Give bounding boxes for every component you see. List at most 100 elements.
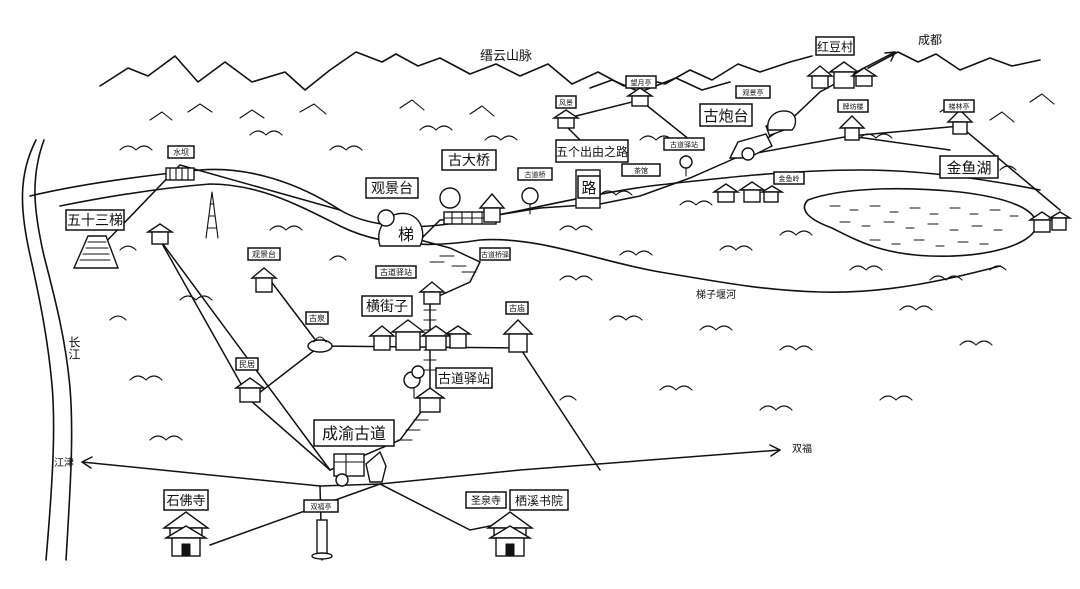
svg-text:横街子: 横街子: [366, 299, 408, 315]
svg-text:望月亭: 望月亭: [631, 78, 652, 87]
label-jinyu-small: 金鱼岭: [773, 171, 805, 185]
svg-text:古道驿站: 古道驿站: [438, 372, 490, 387]
label-minju: 民居: [235, 357, 259, 371]
label-chaguan-small: 茶馆: [621, 163, 661, 177]
label-jinyutai-small: 梯林亭: [943, 99, 975, 113]
village-icon: [711, 181, 785, 203]
tree-icon: [679, 155, 693, 177]
creek-label: 梯子堰河: [696, 288, 736, 301]
label-layer: 红豆村 古炮台 五个出由之路 路 金鱼湖 古大桥 观景台 梯: [54, 33, 999, 513]
label-lu: 路: [577, 175, 601, 199]
label-pailou-small: 牌坊楼: [837, 99, 869, 113]
label-guyi-station-mid: 古道驿站: [375, 265, 417, 279]
svg-text:古道驿站: 古道驿站: [380, 267, 412, 277]
buildings: [72, 61, 1073, 560]
label-shuangfu-small: 双福亭: [303, 499, 339, 513]
to-chengdu-label: 成都: [918, 33, 942, 47]
svg-text:观景台: 观景台: [252, 249, 276, 259]
svg-text:金鱼岭: 金鱼岭: [779, 174, 800, 183]
mountain-range-label: 缙云山脉: [480, 49, 532, 64]
dam-icon: [165, 167, 195, 181]
svg-text:五十三梯: 五十三梯: [67, 213, 123, 229]
svg-text:红豆村: 红豆村: [817, 39, 853, 54]
mountain-ridges: [99, 51, 1055, 123]
svg-text:五个出由之路: 五个出由之路: [556, 144, 628, 159]
pavilion-icon: [625, 87, 655, 107]
well-icon: [307, 336, 333, 353]
svg-text:古道驿站: 古道驿站: [670, 140, 698, 149]
pavilion-icon: [413, 387, 447, 413]
svg-text:栖溪书院: 栖溪书院: [515, 493, 563, 508]
svg-text:古炮台: 古炮台: [703, 107, 748, 125]
label-gumiao: 古庙: [505, 301, 529, 315]
rock-icon: [377, 209, 424, 247]
pavilion-icon: [1027, 211, 1073, 233]
pillar-icon: [311, 519, 333, 560]
svg-text:梯林亭: 梯林亭: [949, 102, 970, 111]
tree-icon: [403, 365, 425, 399]
stairs-icon: [72, 235, 120, 269]
label-wushisan-ti: 五十三梯: [65, 209, 125, 231]
svg-text:观景台: 观景台: [371, 181, 413, 197]
label-gupaotai: 古炮台: [699, 103, 753, 127]
svg-text:双福亭: 双福亭: [311, 502, 332, 511]
label-guanjingtai-upper: 观景台: [365, 177, 419, 199]
label-fengjing-small2: 望月亭: [625, 75, 657, 89]
label-ti: 梯: [398, 225, 414, 244]
label-gudao-small: 古道桥驿: [479, 247, 511, 261]
east-road-label: 双福: [792, 442, 812, 455]
label-chengyu-gudao: 成渝古道: [313, 419, 395, 447]
pavilion-icon: [233, 377, 267, 403]
temple-icon: [161, 511, 211, 557]
label-fengjing-small: 风景: [555, 95, 577, 109]
pavilion-icon: [946, 109, 974, 135]
svg-text:成渝古道: 成渝古道: [322, 424, 386, 443]
pavilion-icon: [838, 115, 866, 141]
pavilion-icon: [551, 109, 581, 129]
label-gujing: 古泉: [305, 311, 329, 325]
label-shifosi: 石佛寺: [163, 489, 209, 511]
label-gudaqiao: 古大桥: [441, 149, 497, 171]
label-shuiba: 水坝: [167, 145, 195, 159]
label-hongdou-village: 红豆村: [815, 36, 855, 56]
pavilion-icon: [250, 267, 278, 293]
jinyu-lake: [803, 187, 1038, 257]
svg-text:茶馆: 茶馆: [634, 166, 648, 175]
label-hengjiezi: 横街子: [361, 295, 413, 317]
svg-text:路: 路: [581, 179, 596, 197]
west-road-label: 江津: [54, 457, 74, 469]
carriage-icon: [333, 450, 387, 487]
svg-text:古庙: 古庙: [509, 303, 525, 313]
svg-text:古大桥: 古大桥: [448, 153, 490, 169]
svg-text:风景: 风景: [559, 99, 573, 107]
label-dianwang-small: 观景亭: [735, 85, 771, 99]
village-icon: [806, 61, 879, 89]
svg-text:牌坊楼: 牌坊楼: [843, 102, 864, 111]
label-qixi-academy: 栖溪书院: [509, 489, 569, 511]
svg-text:水坝: 水坝: [173, 147, 189, 157]
pavilion-icon: [418, 281, 446, 305]
street-houses-icon: [368, 319, 473, 351]
svg-text:古道桥: 古道桥: [525, 170, 546, 179]
label-wugechuyou: 五个出由之路: [555, 139, 629, 163]
pavilion-icon: [145, 223, 175, 245]
svg-text:金鱼湖: 金鱼湖: [946, 159, 991, 177]
label-shengquansi: 圣泉寺: [465, 491, 507, 509]
svg-text:民居: 民居: [239, 360, 255, 369]
svg-text:观景亭: 观景亭: [743, 88, 764, 97]
svg-text:古泉: 古泉: [309, 313, 325, 323]
rock-icon: [767, 110, 797, 131]
svg-text:古道桥驿: 古道桥驿: [481, 250, 509, 259]
bridge-icon: [439, 187, 506, 225]
label-guqiao-small: 古道桥: [517, 167, 553, 181]
label-jinyu-lake: 金鱼湖: [939, 155, 999, 179]
svg-text:梯: 梯: [398, 225, 414, 244]
label-guxuan-small: 古道驿站: [663, 137, 705, 151]
label-guyi-station-lower: 古道驿站: [435, 367, 493, 389]
tower-icon: [205, 191, 219, 239]
pavilion-icon: [502, 319, 534, 353]
river-yangtze-label: 长江: [67, 336, 81, 360]
temple-icon: [485, 511, 535, 557]
svg-text:圣泉寺: 圣泉寺: [471, 494, 501, 507]
